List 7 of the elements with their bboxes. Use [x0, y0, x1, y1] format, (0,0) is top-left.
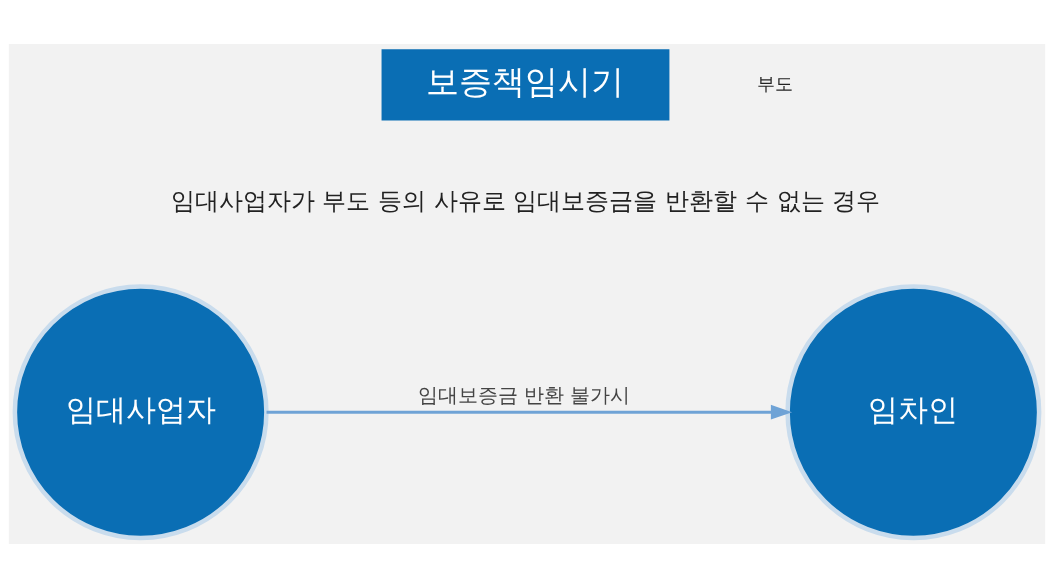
node-circle: 임차인: [785, 283, 1042, 540]
label: 임대사업자가 부도 등의 사유로 임대보증금을 반환할 수 없는 경우: [170, 185, 881, 215]
label: 부도: [757, 72, 794, 94]
node-circle: 임대사업자: [12, 283, 269, 540]
edge-label: 임대보증금 반환 불가시: [417, 383, 631, 407]
arrow: [266, 404, 793, 420]
node-box: 보증책임시기: [381, 48, 670, 121]
